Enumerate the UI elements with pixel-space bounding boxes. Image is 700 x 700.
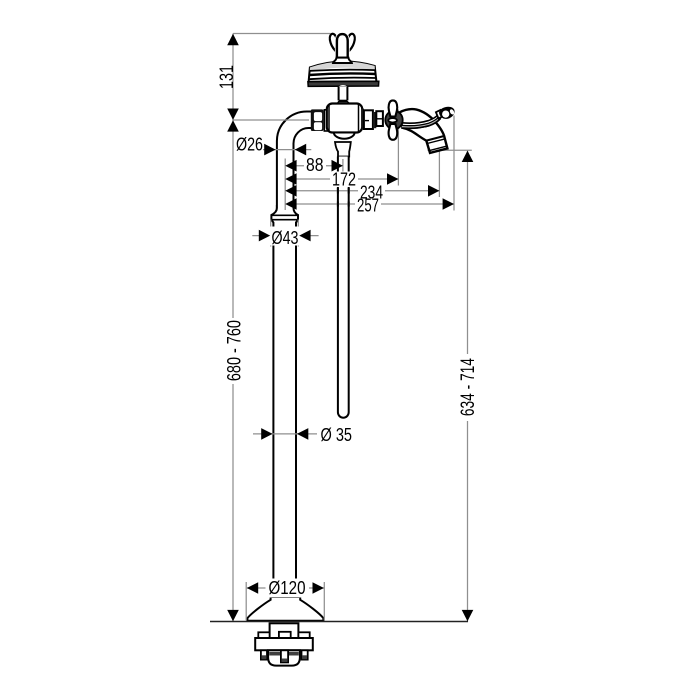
svg-text:Ø43: Ø43 xyxy=(272,227,299,248)
svg-text:257: 257 xyxy=(357,195,379,216)
svg-text:88: 88 xyxy=(306,154,324,175)
svg-text:634 - 714: 634 - 714 xyxy=(457,358,479,416)
svg-text:Ø 35: Ø 35 xyxy=(321,424,353,445)
svg-text:172: 172 xyxy=(332,169,356,190)
svg-text:680 - 760: 680 - 760 xyxy=(223,320,245,381)
svg-text:131: 131 xyxy=(216,65,238,89)
svg-text:Ø26: Ø26 xyxy=(236,134,263,155)
svg-text:Ø120: Ø120 xyxy=(269,577,306,598)
svg-text:234: 234 xyxy=(360,182,383,203)
